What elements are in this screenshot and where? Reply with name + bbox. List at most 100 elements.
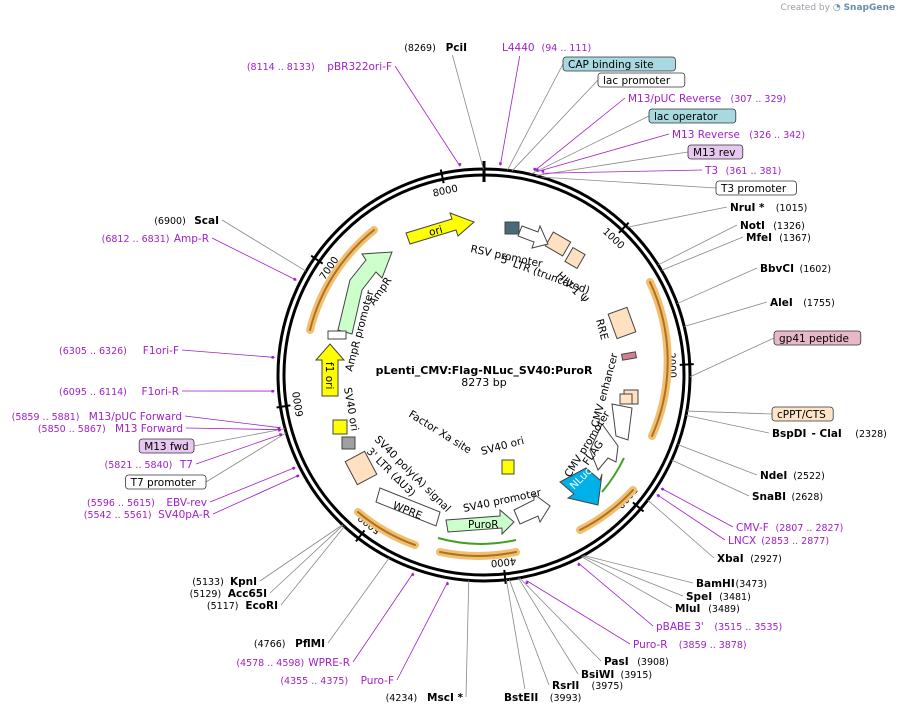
label-ecori: EcoRI(5117): [207, 600, 278, 612]
gp41-mark: [621, 351, 637, 361]
bbvci-leader: [677, 267, 758, 304]
tick-3000: [632, 501, 645, 513]
wprer-bind-mark: [411, 573, 415, 577]
snapgene-brand: SnapGene: [843, 3, 895, 13]
label-cap: CAP binding site: [562, 56, 676, 72]
m13pucf-leader: [184, 415, 281, 429]
cppt-leader: [686, 410, 773, 415]
sv40par-coord: (5542 .. 5561): [84, 510, 152, 521]
purof-name: Puro-F: [361, 675, 394, 687]
ampr-bind-mark: [293, 277, 297, 282]
label-layer: PciI(8269)L4440(94 .. 111)CAP binding si…: [12, 42, 887, 704]
snabi-coord: (2628): [792, 492, 824, 503]
cap-leader: [507, 63, 564, 171]
label-mfe: MfeI(1367): [746, 232, 811, 244]
pbr-leader: [394, 65, 461, 167]
inner-label-f1-ori: f1 ori: [323, 362, 335, 389]
cap-box: [562, 56, 676, 72]
pflmi-name: PflMI: [295, 638, 325, 650]
pbr-name: pBR322ori-F: [327, 61, 392, 73]
green-arcs: [437, 457, 625, 545]
label-gp41: gp41 peptide: [773, 330, 862, 346]
t3-leader: [542, 169, 703, 174]
arc-lower-right-core: [579, 489, 634, 531]
nru-leader: [627, 206, 728, 228]
green-arc-1: [601, 457, 625, 493]
f1orif-coord: (6305 .. 6326): [59, 346, 127, 357]
snabi-leader: [671, 459, 750, 497]
label-m13fwdbox: M13 fwd: [138, 438, 195, 454]
lac-region-box: [504, 221, 520, 235]
spe-coord: (3481): [719, 592, 751, 603]
scai-name: ScaI: [194, 215, 219, 227]
nde-name: NdeI: [760, 470, 787, 482]
m13rev-leader: [536, 133, 670, 173]
gp41-name: gp41 peptide: [779, 333, 849, 345]
spe-name: SpeI: [686, 591, 712, 603]
cmv-promoter-arrow: [589, 423, 619, 471]
lncx-leader: [656, 494, 726, 541]
bbvci-coord: (1602): [800, 264, 832, 275]
label-f1orif: F1ori-F(6305 .. 6326): [59, 345, 179, 357]
gp41-leader: [689, 337, 775, 378]
m13fwd-name: M13 Forward: [115, 423, 183, 435]
label-t7: T7(5821 .. 5840): [105, 459, 193, 471]
ale-coord: (1755): [803, 298, 835, 309]
mfe-coord: (1367): [779, 233, 811, 244]
label-bspdi: BspDI- ClaI(2328): [772, 428, 887, 440]
m13fwdbox-box: [138, 438, 195, 454]
created-by-text: Created by: [780, 3, 830, 13]
m13rev-bind-mark: [535, 168, 539, 172]
plasmid-length: 8273 bp: [461, 376, 506, 389]
msc-leader: [465, 580, 470, 698]
sv40par-bind-mark: [295, 474, 300, 478]
wprer-name: WPRE-R: [308, 657, 350, 669]
t7p-leader: [205, 432, 287, 483]
mlu-name: MluI: [675, 603, 700, 615]
arc-left-core: [309, 229, 375, 331]
wprer-coord: (4578 .. 4598): [236, 658, 304, 669]
t3p-name: T3 promoter: [720, 183, 787, 195]
t7-coord: (5821 .. 5840): [105, 460, 173, 471]
scai-coord: (6900): [154, 216, 186, 227]
ebvrev-leader: [209, 467, 296, 503]
label-t3: T3(361 .. 381): [704, 165, 781, 177]
pbabe-name: pBABE 3': [656, 621, 704, 633]
wprer-leader: [352, 572, 414, 663]
label-pbabe: pBABE 3'(3515 .. 3535): [656, 621, 782, 633]
cmvf-name: CMV-F: [736, 522, 769, 534]
m13puc-bind-mark: [533, 167, 537, 171]
tick-8000: [439, 169, 445, 184]
plasmid-name: pLenti_CMV:Flag-NLuc_SV40:PuroR: [376, 364, 593, 377]
t7-leader: [195, 433, 283, 465]
pas-name: PasI: [604, 656, 629, 668]
m13revbox-name: M13 rev: [693, 147, 736, 159]
cmvf-leader: [660, 487, 734, 528]
xba-name: XbaI: [717, 553, 744, 565]
tick-6000: [276, 404, 291, 409]
kpni-leader: [259, 524, 343, 582]
lncx-name: LNCX: [728, 535, 756, 547]
features: [314, 212, 639, 536]
nde-coord: (2522): [793, 471, 825, 482]
cmvf-coord: (2807 .. 2827): [776, 523, 844, 534]
puror-leader: [526, 580, 631, 645]
label-bsteii: BstEII(3993): [504, 692, 581, 704]
label-sv40par: SV40pA-R(5542 .. 5561): [84, 509, 210, 521]
sv40par-leader: [212, 474, 300, 515]
m13revbox-leader: [535, 151, 689, 176]
pas-leader: [519, 577, 602, 662]
m13fwd-leader: [185, 427, 282, 431]
label-bsiwi: BsiWI(3915): [581, 669, 652, 681]
lacp-box: [597, 72, 686, 88]
m13puc-coord: (307 .. 329): [731, 94, 787, 105]
label-spe: SpeI (3481): [686, 591, 751, 603]
cppt-name: cPPT/CTS: [777, 409, 826, 421]
label-f1orir: F1ori-R(6095 .. 6114): [59, 386, 179, 398]
ampr-leader: [211, 237, 297, 281]
rsrii-name: RsrII: [552, 680, 579, 692]
f1orir-coord: (6095 .. 6114): [59, 387, 127, 398]
ecori-leader: [280, 526, 345, 606]
cmvf-bind-mark: [660, 487, 665, 491]
